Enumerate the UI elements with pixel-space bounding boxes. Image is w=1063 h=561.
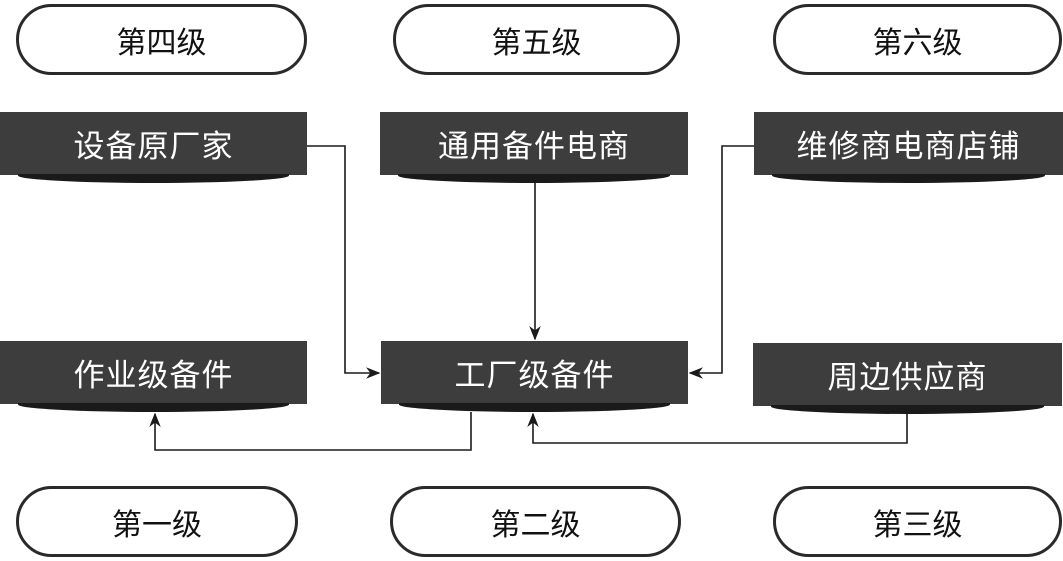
level-5-pill: 第五级 (393, 4, 680, 75)
node-repair-ecommerce-store: 维修商电商店铺 (754, 112, 1063, 183)
node-general-parts-ecommerce: 通用备件电商 (380, 112, 688, 183)
link-oem-to-factory (307, 145, 381, 379)
node-surrounding-suppliers: 周边供应商 (753, 343, 1062, 414)
level-4-pill: 第四级 (16, 4, 307, 75)
level-6-pill: 第六级 (773, 4, 1062, 75)
node-operation-level-parts: 作业级备件 (0, 341, 307, 412)
link-factory-to-operation (149, 412, 472, 451)
level-3-pill: 第三级 (773, 486, 1062, 557)
link-repair-to-factory (688, 145, 754, 379)
node-equipment-oem: 设备原厂家 (0, 112, 307, 183)
level-1-pill: 第一级 (16, 486, 298, 557)
link-suppliers-to-factory (527, 412, 908, 444)
level-2-pill: 第二级 (390, 486, 681, 557)
node-factory-level-parts: 工厂级备件 (381, 341, 688, 412)
